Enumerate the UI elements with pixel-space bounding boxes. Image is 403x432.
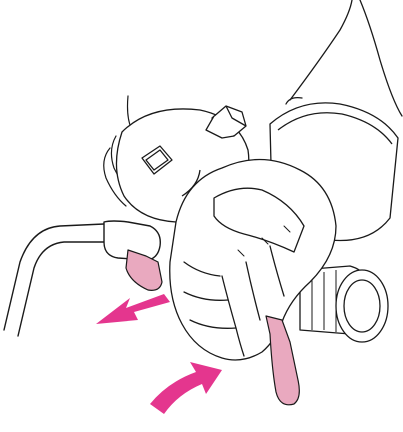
arrow-squeeze-icon [150, 362, 222, 414]
handlebar-bar [3, 220, 161, 337]
right-lever [265, 315, 300, 406]
arm-sleeve [285, 0, 403, 117]
kill-switch-knob [205, 105, 247, 139]
arrow-outward-icon [96, 294, 170, 324]
right-grip [299, 265, 389, 343]
glove-hand [169, 158, 337, 361]
left-lever [125, 249, 163, 291]
